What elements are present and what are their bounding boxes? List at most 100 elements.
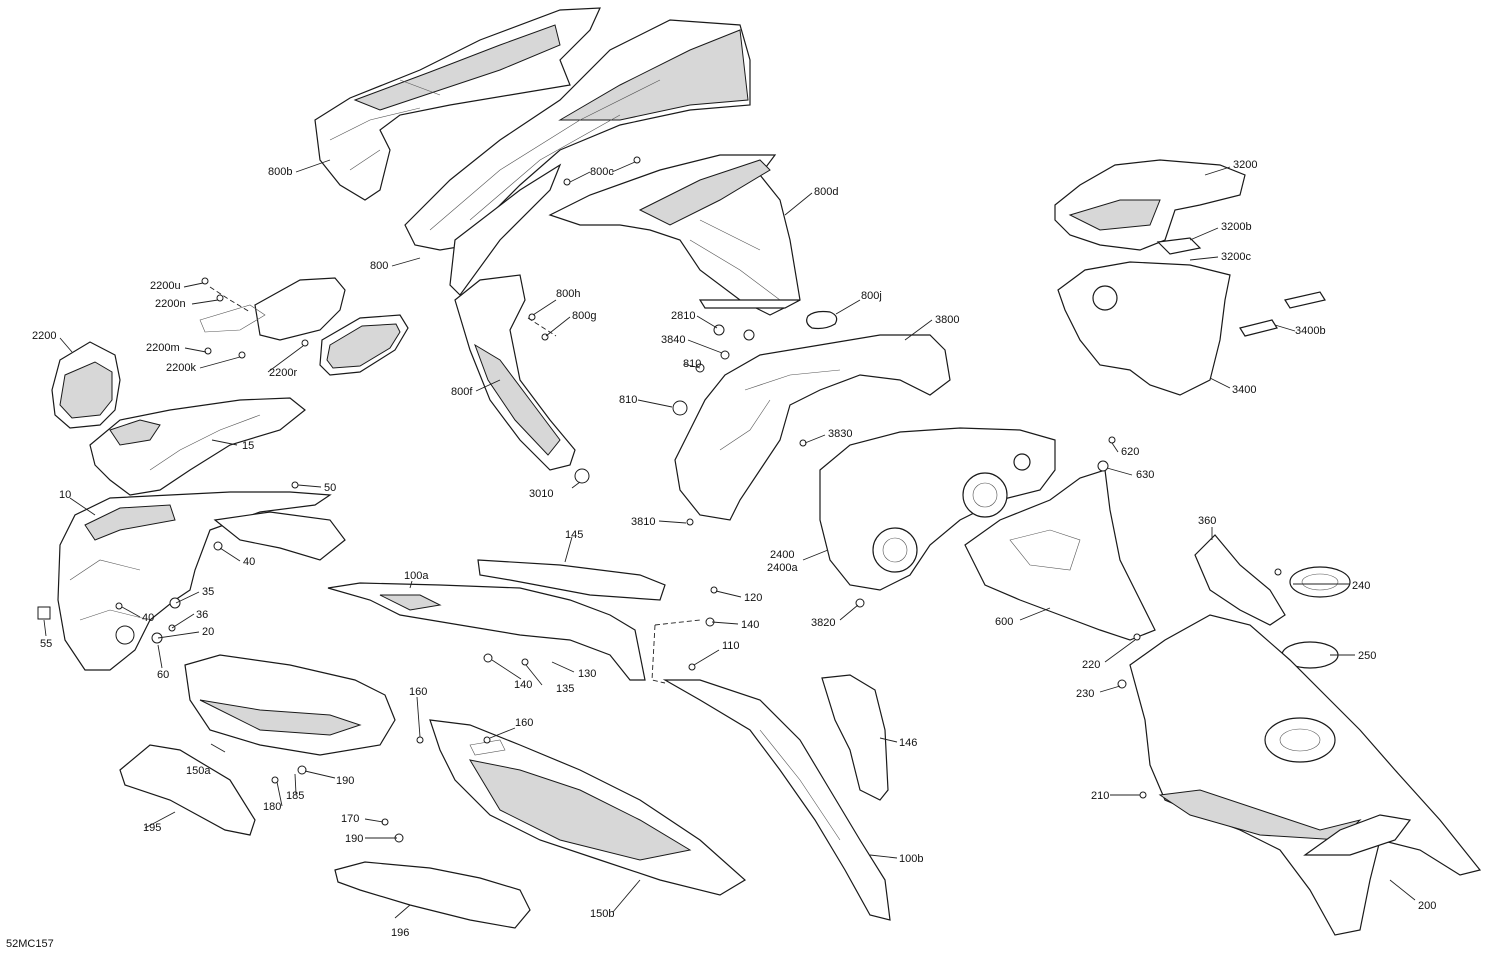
part-240-cap-ring — [1289, 566, 1351, 598]
part-600-storage-tray — [964, 469, 1156, 641]
callout-810-upper: 810 — [683, 358, 702, 370]
part-10-nose-fairing — [57, 491, 346, 671]
part-15-dash-cover — [89, 397, 306, 496]
callout-2200n: 2200n — [155, 298, 186, 310]
part-800d-side-panel — [548, 154, 801, 316]
callout-800d: 800d — [814, 186, 839, 198]
callout-3840: 3840 — [661, 334, 686, 346]
callout-600: 600 — [995, 616, 1014, 628]
callout-800j: 800j — [861, 290, 882, 302]
callout-3200b: 3200b — [1221, 221, 1252, 233]
part-3800-cowl-bracket — [674, 334, 951, 521]
callout-240: 240 — [1352, 580, 1371, 592]
callout-800b: 800b — [268, 166, 293, 178]
part-3400b-pad-b — [1239, 319, 1278, 337]
callout-2200m: 2200m — [146, 342, 180, 354]
callout-100a: 100a — [404, 570, 429, 582]
callout-2200k: 2200k — [166, 362, 196, 374]
callout-150b: 150b — [590, 908, 615, 920]
callout-170: 170 — [341, 813, 360, 825]
callout-2400: 2400 — [770, 549, 795, 561]
diagram-code: 52MC157 — [6, 938, 54, 950]
callout-630: 630 — [1136, 469, 1155, 481]
callout-50: 50 — [324, 482, 337, 494]
callout-2400a: 2400a — [767, 562, 798, 574]
callout-36: 36 — [196, 609, 209, 621]
part-3010-grommet — [574, 468, 590, 484]
part-3400b-pad-a — [1284, 291, 1326, 309]
callout-150a: 150a — [186, 765, 211, 777]
callout-220: 220 — [1082, 659, 1101, 671]
callout-3400: 3400 — [1232, 384, 1257, 396]
part-2200-mirror-left — [51, 341, 121, 429]
part-145-trim-strip — [477, 559, 666, 601]
callout-180: 180 — [263, 801, 282, 813]
callout-3400b: 3400b — [1295, 325, 1326, 337]
part-200-tank-cover — [1129, 614, 1482, 936]
callout-3810: 3810 — [631, 516, 656, 528]
callout-800g: 800g — [572, 310, 597, 322]
callout-250: 250 — [1358, 650, 1377, 662]
callout-140-left: 140 — [514, 679, 533, 691]
callout-100b: 100b — [899, 853, 924, 865]
callout-196: 196 — [391, 927, 410, 939]
callout-2200r: 2200r — [269, 367, 298, 379]
part-3200-storage-lid — [1054, 159, 1246, 251]
part-800-windshield — [404, 19, 751, 296]
callout-160-right: 160 — [515, 717, 534, 729]
part-360-trim — [1194, 534, 1286, 626]
callout-210: 210 — [1091, 790, 1110, 802]
callout-800h: 800h — [556, 288, 581, 300]
callout-800: 800 — [370, 260, 389, 272]
part-100a-side-trim — [327, 582, 646, 681]
part-800b-upper-cowl — [314, 7, 601, 201]
callout-130: 130 — [578, 668, 597, 680]
callout-20: 20 — [202, 626, 215, 638]
callout-810-lower: 810 — [619, 394, 638, 406]
callout-620: 620 — [1121, 446, 1140, 458]
callout-40-lower: 40 — [142, 612, 155, 624]
callout-3200c: 3200c — [1221, 251, 1251, 263]
callout-800c: 800c — [590, 166, 614, 178]
callout-3200: 3200 — [1233, 159, 1258, 171]
callout-146: 146 — [899, 737, 918, 749]
callout-55: 55 — [40, 638, 53, 650]
part-146-rear-panel — [821, 674, 889, 801]
callout-2810: 2810 — [671, 310, 696, 322]
callout-360: 360 — [1198, 515, 1217, 527]
callout-2200: 2200 — [32, 330, 57, 342]
part-150b-lower-panel — [429, 719, 747, 896]
callout-200: 200 — [1418, 900, 1437, 912]
part-3400-storage-bin — [1057, 261, 1231, 396]
callout-3010: 3010 — [529, 488, 554, 500]
callout-800f: 800f — [451, 386, 473, 398]
callout-195: 195 — [143, 822, 162, 834]
part-2400-headlight — [819, 427, 1056, 591]
callout-120: 120 — [744, 592, 763, 604]
part-196-side-strip — [334, 861, 531, 929]
callout-140-right: 140 — [741, 619, 760, 631]
callout-230: 230 — [1076, 688, 1095, 700]
callout-160-left: 160 — [409, 686, 428, 698]
callout-10: 10 — [59, 489, 72, 501]
part-195-side-strip — [119, 744, 256, 836]
part-2200-mirror-right — [199, 277, 409, 376]
part-100b-side-panel — [662, 679, 891, 921]
part-800j-lens — [806, 310, 838, 330]
part-3200b-latch — [1156, 237, 1202, 255]
callout-135: 135 — [556, 683, 575, 695]
callout-60: 60 — [157, 669, 170, 681]
callout-190-lower: 190 — [345, 833, 364, 845]
callout-40-upper: 40 — [243, 556, 256, 568]
callout-3820: 3820 — [811, 617, 836, 629]
callout-3800: 3800 — [935, 314, 960, 326]
callout-15: 15 — [242, 440, 255, 452]
callout-185: 185 — [286, 790, 305, 802]
callout-leader-lines — [43, 159, 1416, 919]
callout-3830: 3830 — [828, 428, 853, 440]
callout-110: 110 — [722, 640, 740, 652]
callout-2200u: 2200u — [150, 280, 181, 292]
part-150a-lower-panel — [184, 654, 396, 756]
